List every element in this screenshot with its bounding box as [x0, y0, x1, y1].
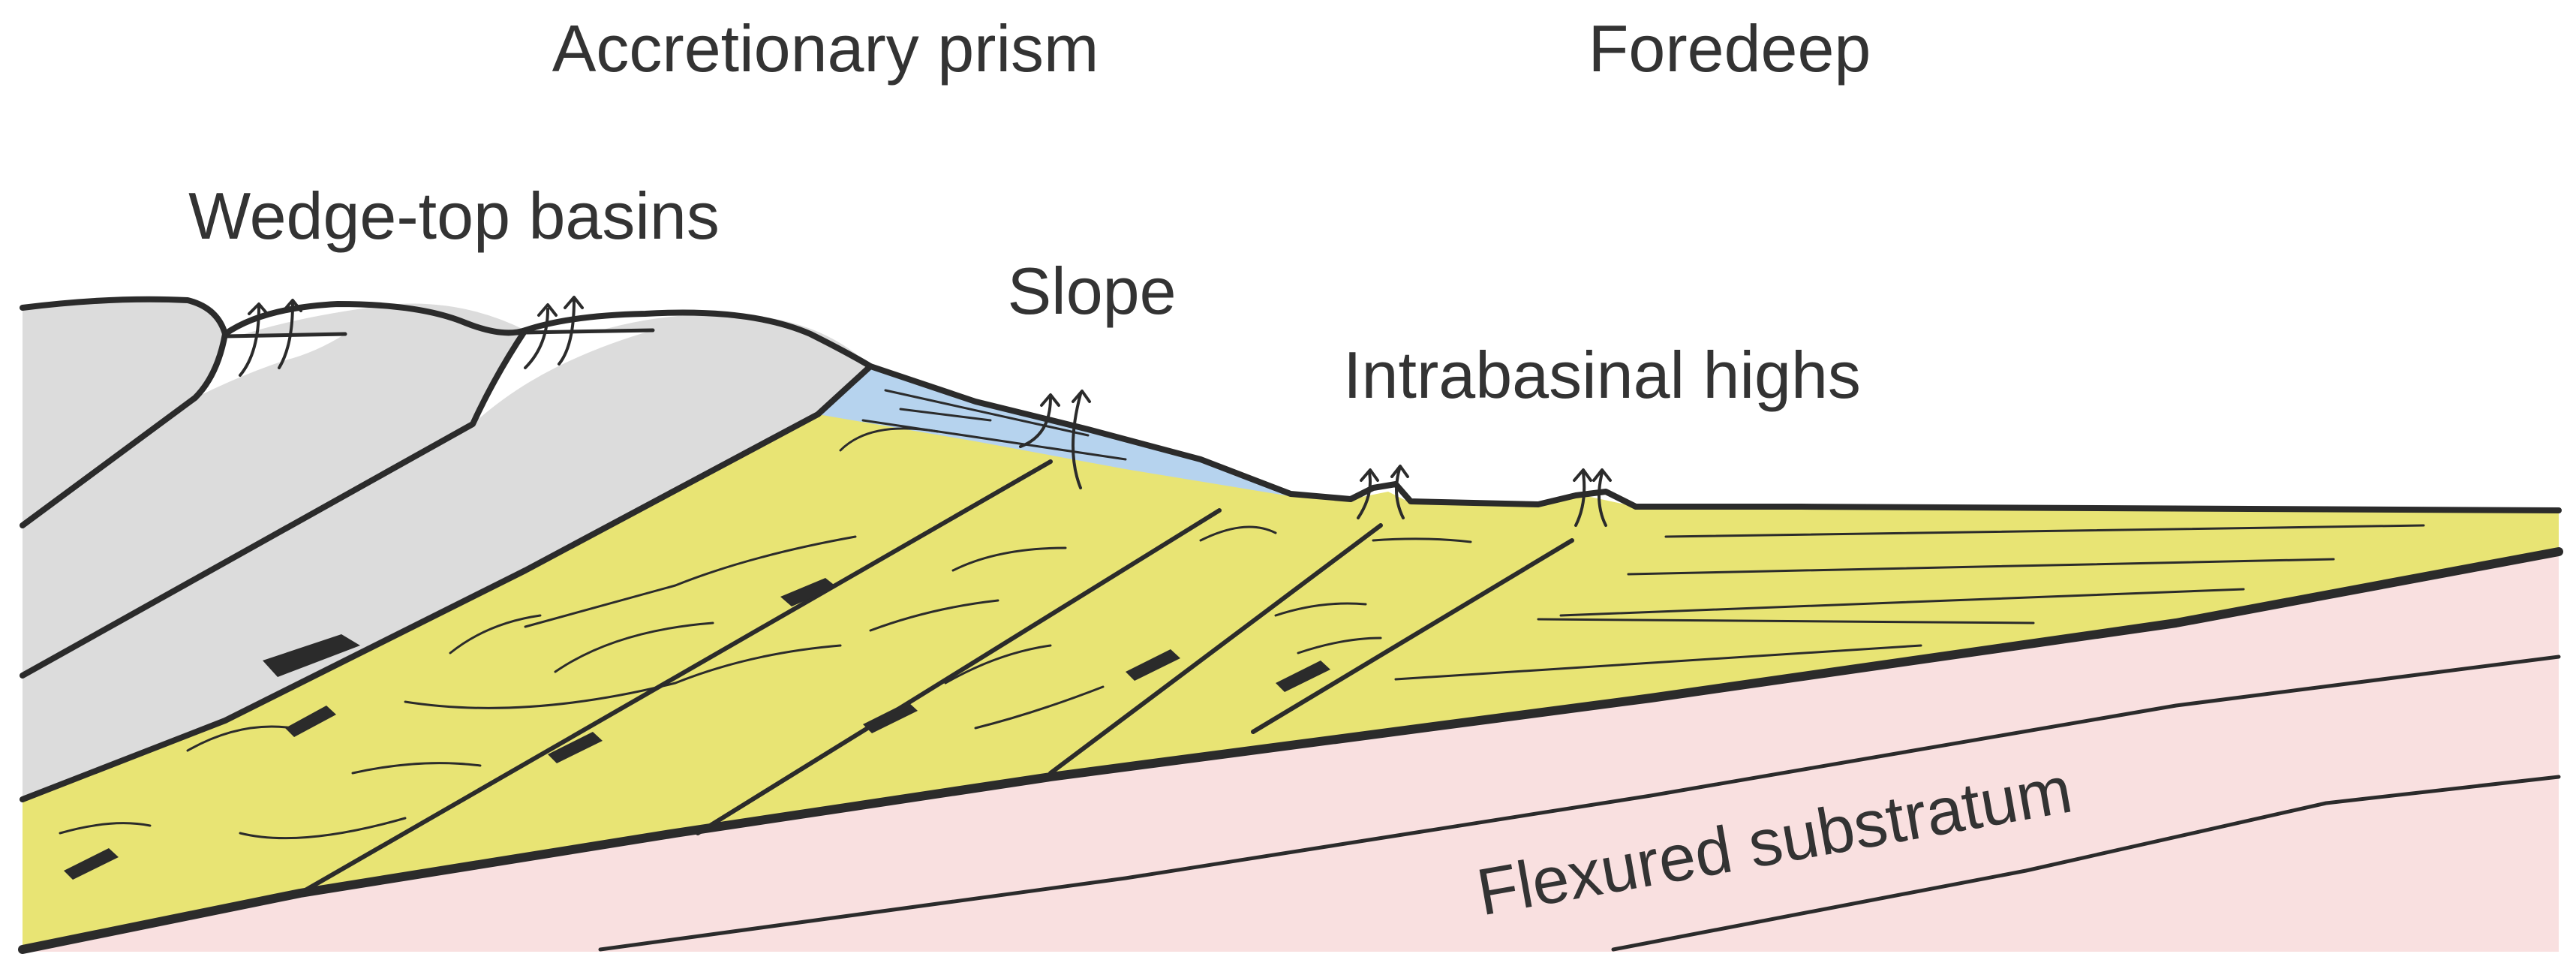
prism-sheet-3 — [23, 314, 870, 800]
accretionary-prism-label: Accretionary prism — [552, 11, 1099, 86]
basin-top-1 — [223, 332, 347, 339]
foredeep-label: Foredeep — [1589, 11, 1871, 86]
wedge-top-basin-1 — [195, 334, 345, 398]
arrow-large — [263, 634, 360, 677]
prism-sheet-1 — [23, 299, 225, 525]
seepage-arrows — [239, 296, 1612, 527]
wedge-top-basin-2 — [473, 330, 653, 424]
thrust-fault-2 — [696, 508, 1222, 835]
wedge-top-basins-label: Wedge-top basins — [188, 179, 720, 253]
thrust-fault-1 — [298, 459, 1053, 895]
thrust-fault-4 — [1251, 538, 1574, 734]
intrabasinal-highs-label: Intrabasinal highs — [1343, 338, 1861, 412]
substratum-horizon-1 — [598, 655, 2561, 952]
prism-sheet-1-front — [20, 331, 228, 528]
slope-label: Slope — [1007, 254, 1176, 328]
prism-sheet-2 — [23, 303, 525, 676]
slope-drape — [818, 368, 1294, 497]
thrust-fault-3 — [1048, 523, 1383, 775]
prism-sheet-2-front — [20, 327, 528, 679]
prism-sheet-3-front — [20, 363, 873, 802]
substratum-horizon-2 — [1611, 775, 2561, 952]
thrust-arrows — [64, 578, 1330, 880]
substratum-body — [23, 552, 2559, 952]
bedding-lines — [59, 389, 2425, 840]
